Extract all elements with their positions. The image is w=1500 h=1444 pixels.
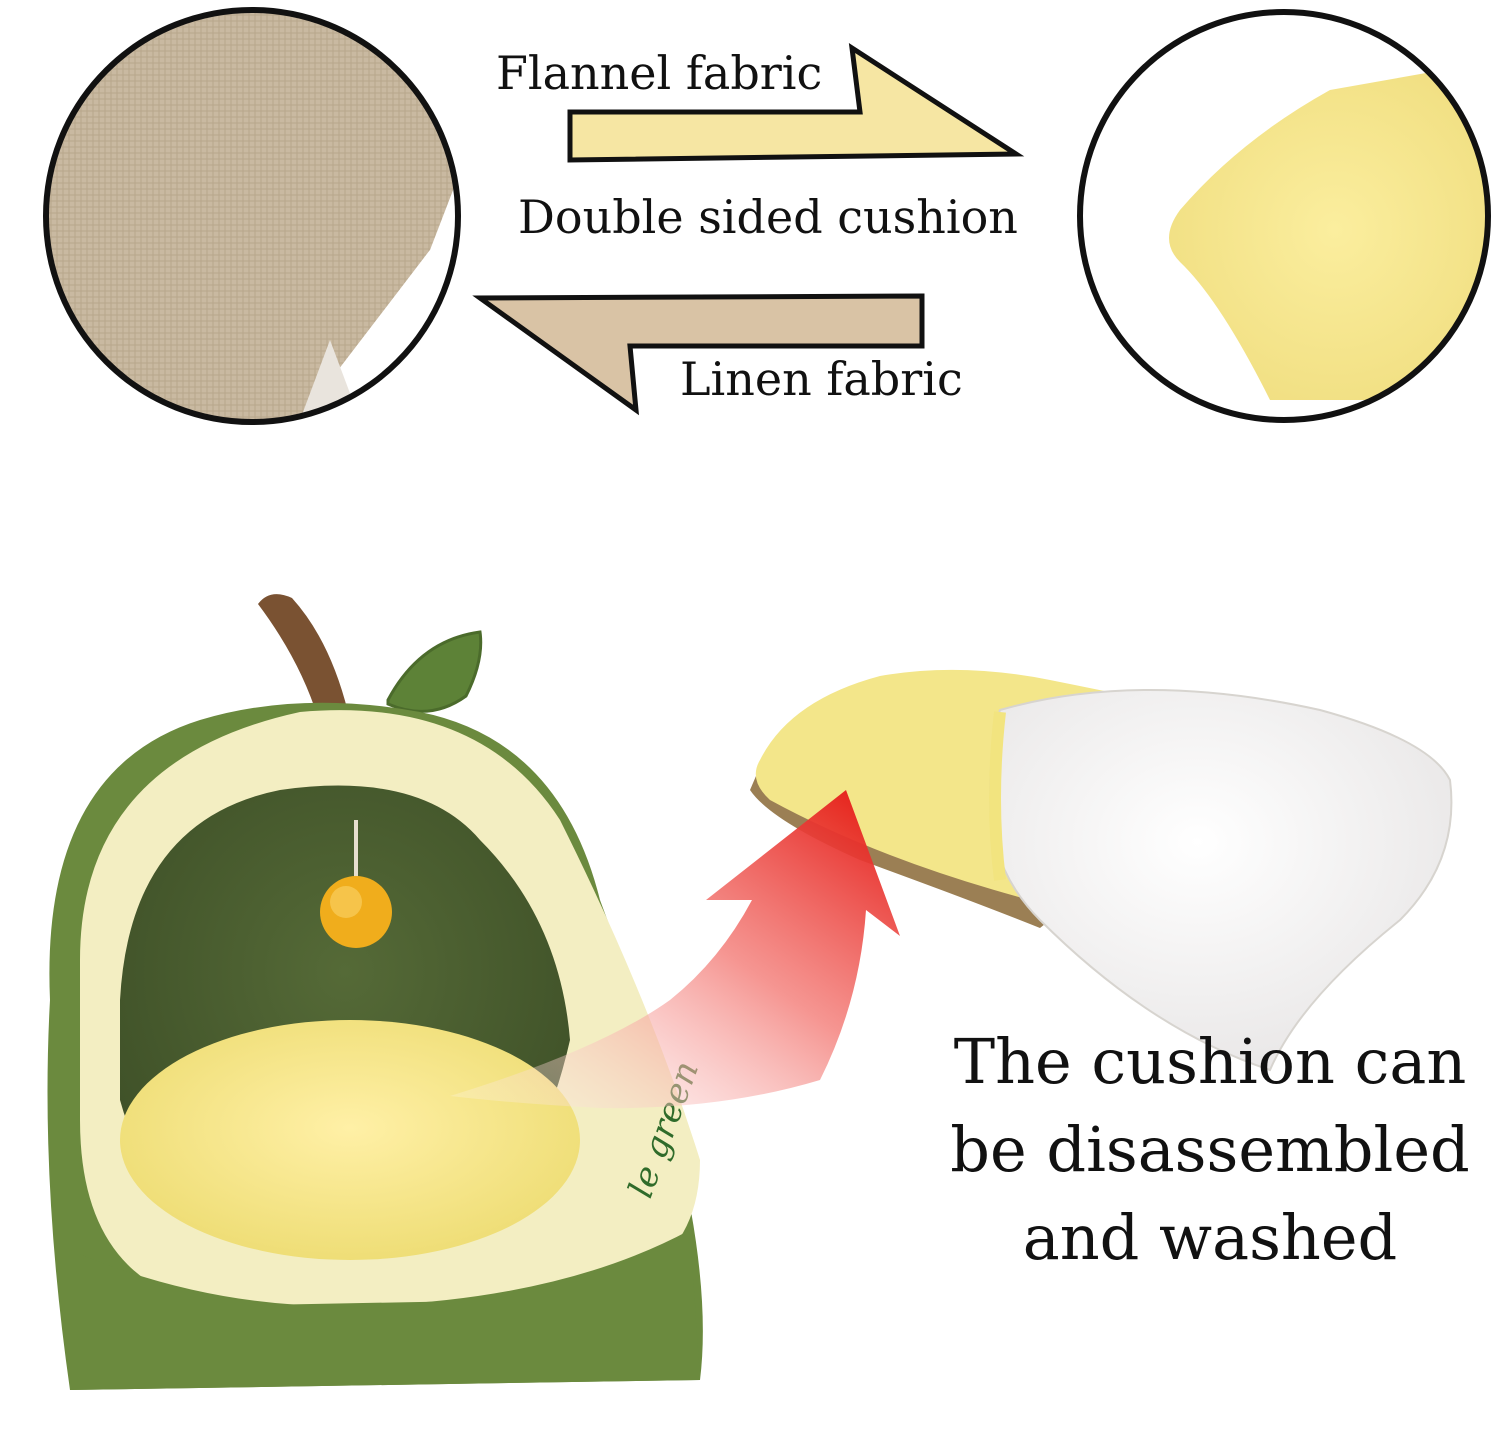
linen-fabric-label: Linen fabric [680,352,963,406]
linen-arrow-icon [472,293,925,416]
caption-line-2: be disassembled [950,1113,1470,1186]
caption-line-1: The cushion can [953,1025,1467,1098]
washable-caption: The cushion can be disassembled and wash… [930,1018,1490,1282]
flannel-fabric-label: Flannel fabric [496,46,823,100]
double-sided-cushion-label: Double sided cushion [518,190,1018,244]
linen-swatch-circle [43,7,461,425]
caption-line-3: and washed [1022,1201,1398,1274]
cat-bed-image: le green [47,594,707,1390]
cushion-image [750,669,1453,1072]
flannel-swatch-circle [1077,9,1491,423]
flannel-arrow-icon [567,42,1025,163]
red-curved-arrow-icon [450,790,900,1109]
